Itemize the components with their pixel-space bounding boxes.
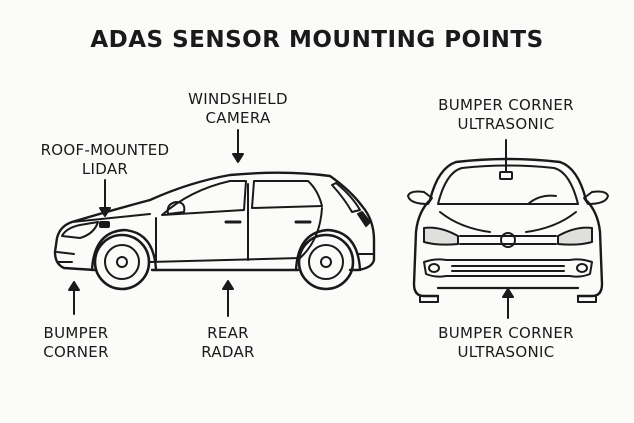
rear-radar-label: REAR RADAR <box>201 324 255 361</box>
front-left-headlight <box>423 226 459 246</box>
front-top-ultrasonic-label: BUMPER CORNER ULTRASONIC <box>438 96 574 133</box>
front-wheel <box>93 233 151 291</box>
side-headlight <box>61 221 99 239</box>
front-door-line <box>155 183 249 263</box>
rear-wheel-arch <box>294 228 362 272</box>
bumper-corner-label: BUMPER CORNER <box>43 324 109 361</box>
front-left-foglight <box>428 263 440 273</box>
front-right-foglight <box>576 263 588 273</box>
front-right-tire <box>577 295 597 303</box>
windshield-camera-marker <box>499 171 513 180</box>
front-windshield <box>437 164 579 205</box>
front-wheel-arch <box>90 228 158 272</box>
rear-door-line <box>299 207 323 259</box>
side-lower-line <box>149 257 301 263</box>
front-wiper <box>527 194 557 205</box>
windshield-camera-arrow <box>232 129 244 163</box>
lidar-sensor-marker <box>99 221 110 228</box>
front-grille-upper <box>459 235 557 245</box>
front-lower-bumper <box>423 258 593 278</box>
roof-lidar-arrow <box>99 179 111 217</box>
front-view-car <box>407 157 609 303</box>
side-taillight <box>357 211 371 227</box>
front-bottom-ultrasonic-arrow <box>502 288 514 319</box>
side-body-outline <box>53 171 376 272</box>
front-badge <box>500 232 516 248</box>
pointer-arrows <box>68 129 514 319</box>
side-quarter-window <box>331 182 361 213</box>
front-hood-line <box>439 211 577 233</box>
side-view-car <box>53 171 376 291</box>
diagram-title: ADAS SENSOR MOUNTING POINTS <box>90 27 544 53</box>
side-front-window <box>161 180 247 216</box>
front-right-mirror <box>583 190 609 205</box>
front-right-headlight <box>557 226 593 246</box>
front-lower-grille <box>451 265 565 272</box>
bumper-corner-arrow <box>68 281 80 315</box>
front-left-tire <box>419 295 439 303</box>
front-left-mirror <box>407 190 433 205</box>
windshield-camera-label: WINDSHIELD CAMERA <box>188 90 288 127</box>
side-mirror <box>166 201 186 215</box>
side-rear-window <box>251 180 323 209</box>
front-bumper-detail <box>56 251 75 263</box>
roof-lidar-label: ROOF-MOUNTED LIDAR <box>40 141 170 178</box>
hood-line <box>71 213 151 223</box>
rear-wheel <box>297 233 355 291</box>
rear-radar-arrow <box>222 280 234 317</box>
front-bottom-ultrasonic-label: BUMPER CORNER ULTRASONIC <box>438 324 574 361</box>
front-roof-outline <box>428 157 588 202</box>
